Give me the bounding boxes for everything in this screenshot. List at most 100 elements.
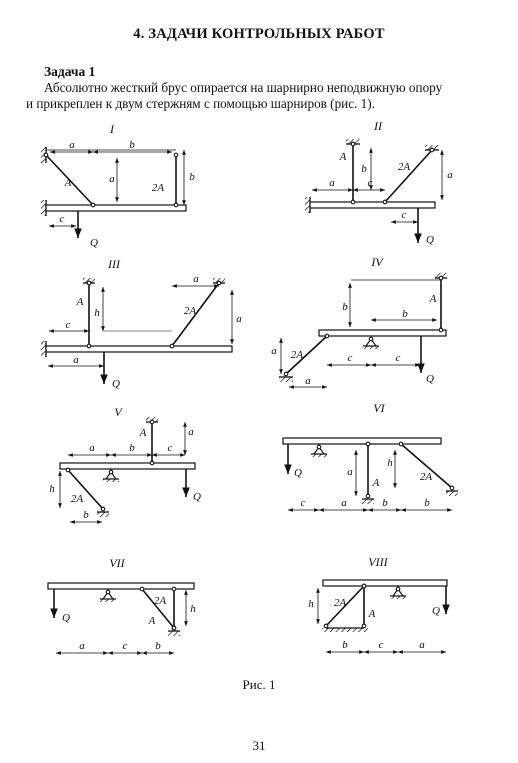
rigid-beam — [45, 204, 187, 212]
dimension-label: b — [361, 163, 367, 175]
dimension-label: h — [94, 307, 100, 319]
rigid-beam — [45, 345, 233, 353]
hinge — [169, 343, 175, 349]
hinge — [324, 333, 330, 339]
ceiling-support-icon — [168, 631, 180, 636]
dimension-label: a — [305, 375, 311, 387]
dimension-label: b — [129, 442, 135, 454]
wall-support-icon — [41, 147, 46, 163]
load-label: Q — [294, 467, 302, 479]
dimension-label: h — [190, 603, 196, 615]
dimension-label: b — [424, 497, 430, 509]
dimension-label: b — [402, 308, 408, 320]
hinge — [139, 586, 145, 592]
load-label: Q — [432, 605, 440, 617]
wall-support-icon — [41, 200, 46, 216]
hinge — [86, 280, 92, 286]
ceiling-support-icon — [146, 417, 158, 422]
hinge — [316, 444, 322, 450]
dimension-label: 2A — [154, 595, 167, 607]
hinge — [361, 623, 367, 629]
wall-support-icon — [41, 341, 46, 357]
hinge — [171, 625, 177, 631]
hinge — [149, 419, 155, 425]
rod — [384, 149, 433, 203]
rod — [67, 469, 104, 510]
dimension-label: a — [109, 173, 115, 185]
dimension-label: b — [155, 640, 161, 652]
hinge — [365, 493, 371, 499]
dimension-label: A — [148, 615, 156, 627]
scheme-number: II — [373, 119, 383, 133]
floor-hatch — [322, 628, 368, 632]
hinge — [108, 469, 114, 475]
dimension-label: a — [347, 466, 353, 478]
ceiling-support-icon — [346, 139, 360, 144]
dimension-label: c — [123, 640, 128, 652]
task-statement-line-1: Абсолютно жесткий брус опирается на шарн… — [44, 80, 443, 95]
task-title: Задача 1 — [44, 64, 96, 79]
dimension-label: A — [339, 151, 347, 163]
scheme-number: VIII — [368, 555, 388, 569]
dimension-label: 2A — [184, 305, 197, 317]
scheme-number: I — [109, 122, 115, 136]
figure-caption: Рис. 1 — [242, 677, 276, 692]
dimension-label: a — [341, 497, 347, 509]
hinge — [438, 275, 444, 281]
hinge — [449, 485, 455, 491]
scheme-number: IV — [370, 255, 384, 269]
hinge — [149, 460, 155, 466]
dimension-label: b — [342, 639, 348, 651]
dimension-label: c — [379, 639, 384, 651]
dimension-label: A — [64, 177, 72, 189]
rigid-beam — [47, 582, 195, 590]
dimension-label: b — [189, 171, 195, 183]
ceiling-support-icon — [446, 491, 458, 496]
hinge — [173, 152, 179, 158]
rod — [141, 588, 175, 629]
hinge — [105, 589, 111, 595]
rigid-beam — [322, 579, 448, 587]
hinge — [438, 327, 444, 333]
scheme-number: VII — [109, 556, 125, 570]
hinge — [429, 147, 435, 153]
pin-hatch — [311, 454, 327, 457]
rod — [285, 335, 328, 375]
dimension-label: a — [188, 426, 194, 438]
ceiling-support-icon — [425, 145, 439, 150]
ceiling-support-icon — [83, 278, 95, 283]
rod — [45, 154, 94, 206]
dimension-label: a — [79, 640, 85, 652]
dimension-label: A — [139, 427, 147, 439]
load-label: Q — [193, 491, 201, 503]
hinge — [398, 441, 404, 447]
dimension-label: A — [372, 477, 380, 489]
wall-support-icon — [305, 197, 310, 213]
dimension-label: A — [368, 608, 376, 620]
hinge — [382, 199, 388, 205]
dimension-label: h — [308, 598, 314, 610]
ceiling-support-icon — [97, 512, 109, 517]
dimension-label: 2A — [420, 471, 433, 483]
dimension-label: a — [236, 313, 242, 325]
scheme-number: III — [107, 257, 121, 271]
page-number: 31 — [252, 738, 266, 753]
dimension-label: b — [342, 301, 348, 313]
hinge — [100, 506, 106, 512]
pin-hatch — [103, 479, 119, 482]
hinge — [90, 202, 96, 208]
dimension-label: c — [66, 319, 71, 331]
dimension-label: 2A — [152, 182, 165, 194]
hinge — [171, 586, 177, 592]
hinge — [350, 199, 356, 205]
hinge — [395, 586, 401, 592]
dimension-label: a — [329, 177, 335, 189]
